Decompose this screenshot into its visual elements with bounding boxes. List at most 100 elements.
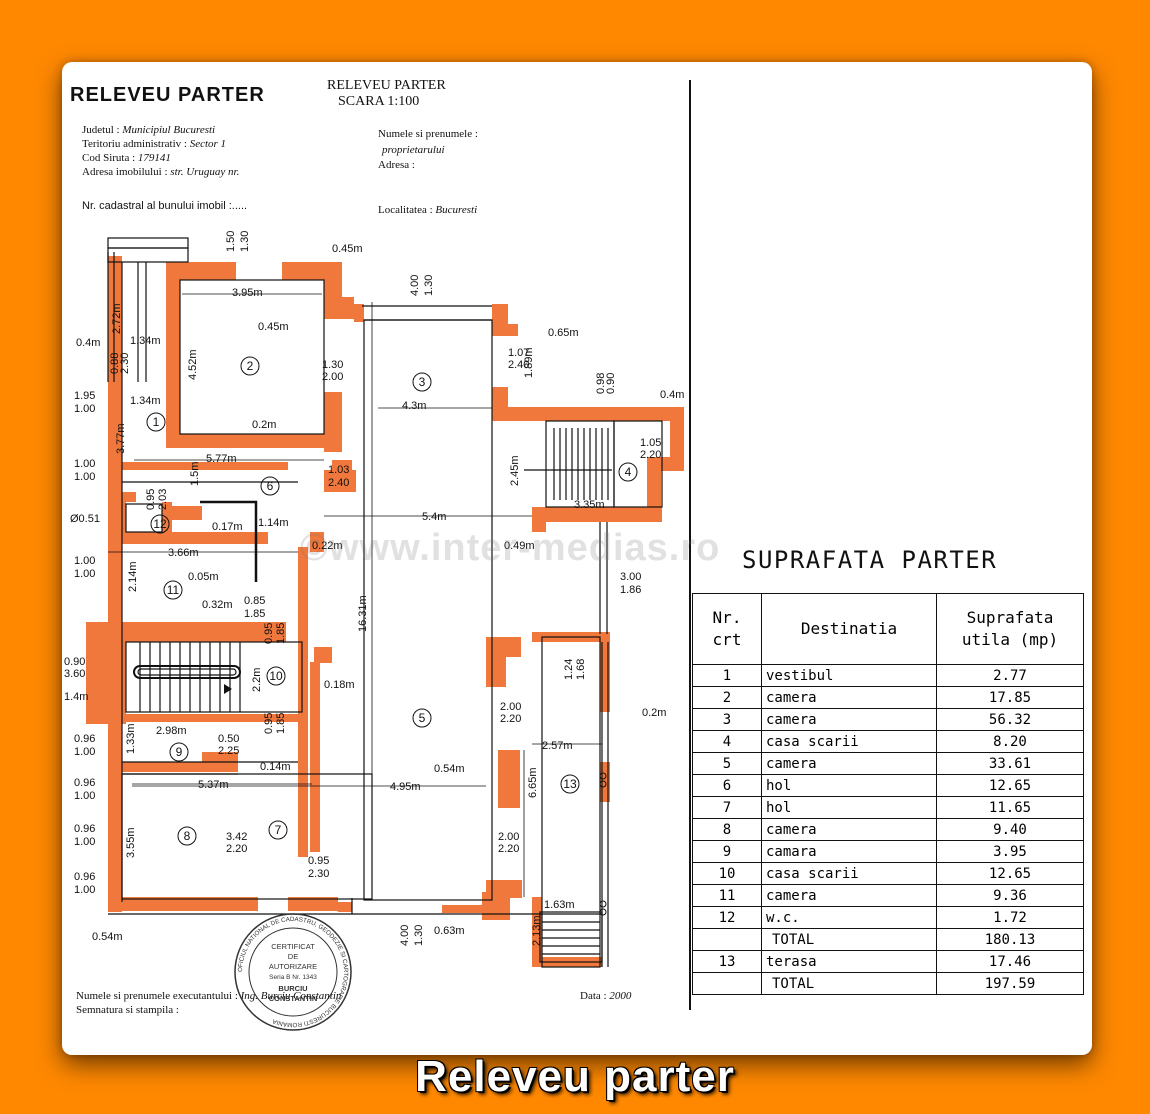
svg-text:4.3m: 4.3m [402, 400, 426, 412]
room-5-marker [412, 708, 432, 728]
plan-title-small: RELEVEU PARTER [327, 78, 446, 93]
table-title: SUPRAFATA PARTER [742, 546, 998, 574]
svg-text:1.00: 1.00 [74, 790, 95, 802]
owner-adresa: Adresa : [378, 159, 415, 171]
header-nr: Nr.crt [692, 593, 762, 665]
svg-text:3.95m: 3.95m [232, 287, 263, 299]
cod-siruta-line: Cod Siruta : 179141 [82, 152, 171, 164]
room-3-marker [412, 372, 432, 392]
svg-text:16.31m: 16.31m [357, 595, 369, 632]
stair-arrow-icon [224, 684, 232, 694]
svg-text:0.32m: 0.32m [202, 599, 233, 611]
room-3-label: 3 [419, 375, 426, 389]
svg-text:0.95: 0.95 [263, 713, 275, 734]
svg-text:0.49m: 0.49m [504, 540, 535, 552]
svg-text:1.07: 1.07 [508, 347, 529, 359]
svg-text:0.96: 0.96 [74, 871, 95, 883]
svg-text:0.4m: 0.4m [660, 389, 684, 401]
svg-text:2.20: 2.20 [498, 843, 519, 855]
svg-text:2.20: 2.20 [640, 449, 661, 461]
svg-text:0.85: 0.85 [244, 595, 265, 607]
svg-text:1.00: 1.00 [74, 884, 95, 896]
svg-text:0.96: 0.96 [74, 733, 95, 745]
svg-text:2.25: 2.25 [218, 745, 239, 757]
cadastral-line: Nr. cadastral al bunului imobil :..... [82, 200, 248, 212]
svg-text:2.14m: 2.14m [127, 561, 139, 592]
svg-text:OFICIUL NATIONAL DE CADASTRU,: OFICIUL NATIONAL DE CADASTRU, GEODEZIE S… [237, 916, 349, 1028]
svg-text:3.60: 3.60 [64, 668, 85, 680]
svg-text:1.05: 1.05 [640, 437, 661, 449]
svg-text:1.95: 1.95 [74, 390, 95, 402]
svg-text:0.65m: 0.65m [548, 327, 579, 339]
svg-text:1.30: 1.30 [239, 231, 251, 252]
svg-text:0.98: 0.98 [595, 373, 607, 394]
door-markers [224, 684, 607, 916]
svg-text:2.20: 2.20 [500, 713, 521, 725]
svg-text:0.45m: 0.45m [258, 321, 289, 333]
svg-text:1.00: 1.00 [74, 403, 95, 415]
svg-text:1.85: 1.85 [275, 623, 287, 644]
svg-text:2.2m: 2.2m [251, 668, 263, 692]
owner-sub: proprietarului [382, 144, 445, 156]
svg-text:2.00: 2.00 [498, 831, 519, 843]
svg-text:1.14m: 1.14m [258, 517, 289, 529]
svg-text:3.66m: 3.66m [168, 547, 199, 559]
svg-text:3.35m: 3.35m [574, 499, 605, 511]
svg-text:2.57m: 2.57m [542, 740, 573, 752]
executant-line: Numele si prenumele executantului : Ing.… [76, 990, 342, 1002]
svg-text:1.00: 1.00 [74, 746, 95, 758]
svg-text:CONSTANTIN: CONSTANTIN [269, 994, 318, 1003]
watermark: ©www.inter-medias.ro [300, 527, 721, 569]
room-1-label: 1 [153, 415, 160, 429]
svg-text:2.30: 2.30 [119, 353, 131, 374]
svg-text:Seria B Nr. 1343: Seria B Nr. 1343 [269, 974, 317, 981]
svg-text:2.00: 2.00 [322, 371, 343, 383]
svg-text:1.30: 1.30 [413, 925, 425, 946]
dimension-labels: 1.50 1.30 0.45m 3.95m 0.45m 4.00 1.30 0.… [64, 231, 684, 946]
svg-text:2.98m: 2.98m [156, 725, 187, 737]
svg-text:1.85: 1.85 [275, 713, 287, 734]
svg-text:0.54m: 0.54m [92, 931, 123, 943]
room-12-label: 12 [153, 517, 167, 531]
svg-text:0.96: 0.96 [74, 823, 95, 835]
svg-text:1.68: 1.68 [575, 659, 587, 680]
svg-text:4.95m: 4.95m [390, 781, 421, 793]
room-9-marker [169, 742, 189, 762]
plan-title: RELEVEU PARTER [70, 84, 265, 106]
plan-lines [107, 237, 663, 968]
adresa-imobil-line: Adresa imobilului : str. Uruguay nr. [82, 166, 240, 178]
room-10-marker [266, 666, 286, 686]
localitate-line: Localitatea : Bucuresti [378, 204, 478, 216]
room-1-marker [146, 412, 166, 432]
svg-text:1.50: 1.50 [225, 231, 237, 252]
floor-plan-drawing: 2 3 4 1 6 12 11 10 9 8 7 5 13 1.50 1.30 … [64, 231, 684, 968]
circle-room-labels [146, 356, 638, 846]
image-caption: Releveu parter [415, 1052, 735, 1101]
room-11-marker [163, 580, 183, 600]
svg-text:0.95: 0.95 [263, 623, 275, 644]
svg-text:1.63m: 1.63m [544, 899, 575, 911]
room-6-label: 6 [267, 479, 274, 493]
teritoriu-line: Teritoriu administrativ : Sector 1 [82, 138, 227, 150]
svg-text:1.30: 1.30 [322, 359, 343, 371]
svg-text:Ø0.51: Ø0.51 [70, 513, 100, 525]
svg-text:0.88: 0.88 [109, 353, 121, 374]
svg-text:2.03: 2.03 [157, 489, 169, 510]
svg-text:1.00: 1.00 [74, 836, 95, 848]
svg-text:3.00: 3.00 [620, 571, 641, 583]
svg-text:4.00: 4.00 [409, 275, 421, 296]
room-numbers: 2 3 4 1 6 12 11 10 9 8 7 5 13 [153, 359, 632, 843]
svg-text:1.30: 1.30 [423, 275, 435, 296]
sheet-divider [689, 80, 691, 1010]
room-13-marker [560, 774, 580, 794]
svg-text:3.55m: 3.55m [125, 827, 137, 858]
plan-walls [86, 256, 684, 967]
